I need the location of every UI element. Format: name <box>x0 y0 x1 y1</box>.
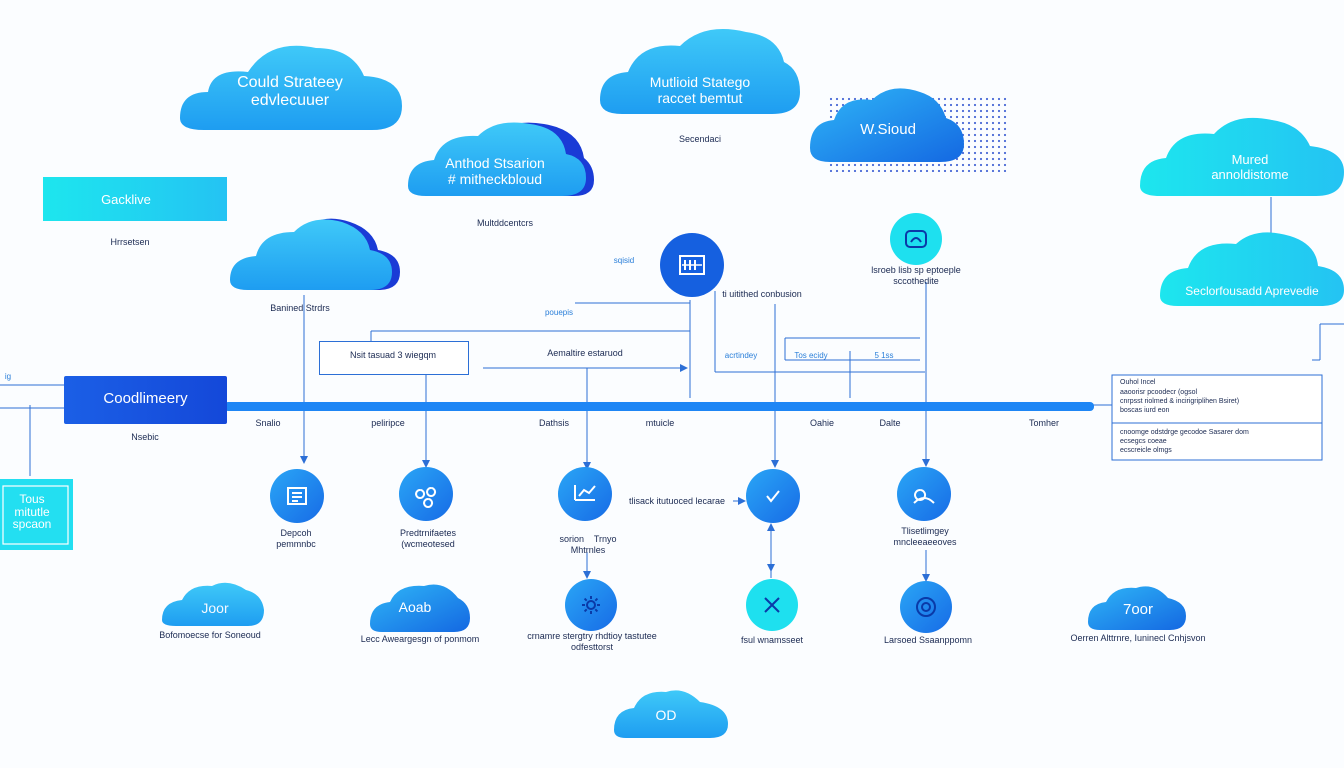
bottom-cloud-aoab-shape <box>370 584 470 632</box>
right-note-line: ecscreicle olmgs <box>1120 447 1172 454</box>
small-cloud-shape <box>230 218 400 290</box>
check-icon <box>766 490 780 503</box>
server-rack-icon <box>676 251 708 279</box>
document-icon <box>287 487 307 505</box>
bottom-cloud-od-label: OD <box>655 707 677 723</box>
wsioud-label: W.Sioud <box>860 121 916 138</box>
node-caption: Depcoh pemmnbc <box>276 528 316 549</box>
small-cloud-caption: Banined Strdrs <box>270 303 330 313</box>
right-note-line: ecsegcs coeae <box>1120 438 1167 445</box>
acrtindey-label: acrtindey <box>724 351 758 360</box>
tos-ecidy-label: Tos ecidy <box>794 351 828 360</box>
timeline-stop-label: Snalio <box>255 418 281 428</box>
hub-caption: lsroeb lisb sp eptoeple sccothedite <box>871 265 961 286</box>
aemaltire-label: Aemaltire estaruod <box>547 348 623 358</box>
gacklive-label: Gacklive <box>101 192 151 207</box>
tous-box-inner <box>2 485 69 545</box>
sub-node-gear-circle <box>565 579 617 631</box>
hybrid-strategy-shape <box>408 122 594 196</box>
pouepis-label: pouepis <box>544 308 574 317</box>
right-note-top-box <box>1111 374 1323 424</box>
bottom-caption-joor: Bofomoecse for Soneoud <box>159 630 261 640</box>
right-note-bottom-box <box>1111 422 1323 461</box>
timeline-stop-label: Tomher <box>1028 418 1059 428</box>
sub-node-caption: fsul wnamsseet <box>740 635 804 645</box>
timeline-stop-label: peliripce <box>371 418 405 428</box>
node-caption: sorion Trnyo Mhtrnles <box>559 534 617 555</box>
service-cloud-label: Seclorfousadd Aprevedie <box>1185 284 1319 298</box>
timeline-bar <box>224 402 1094 411</box>
right-note-line: boscas iurd eon <box>1120 407 1170 414</box>
sub-node-caption: crnamre stergtry rhdtioy tastutee odfest… <box>527 631 657 652</box>
coodlimeery-caption: Nsebic <box>131 432 159 442</box>
storage-icon <box>900 224 932 254</box>
left-edge-label: ig <box>4 372 12 381</box>
bottom-cloud-joor-label: Joor <box>201 600 229 616</box>
right-note-line: Ouhol Incel <box>1120 379 1156 386</box>
right-note-line: cnrpsst riolmed & incirigriplihen Bsiret… <box>1120 398 1240 405</box>
hybrid-caption: Multddcentcrs <box>476 218 534 228</box>
sqisid-label: sqisid <box>613 256 635 265</box>
node-caption: Predtrnifaetes (wcmeotesed <box>399 528 457 549</box>
cloud-strategy-label: Could Strateey edvlecuuer <box>237 74 343 110</box>
tl-ulithed-label: ti uitithed conbusion <box>722 289 802 299</box>
network-icon <box>415 487 437 508</box>
gacklive-box <box>43 177 227 221</box>
node-side-label: tlisack itutuoced lecarae <box>628 496 726 506</box>
node-caption: Tlisetlimgey mncleeaeeoves <box>893 526 957 547</box>
gear-icon <box>577 591 605 619</box>
cloud-strategy-shape <box>180 45 402 130</box>
tools-icon <box>758 591 786 619</box>
timeline-stop-label: mtuicle <box>645 418 675 428</box>
wsioud-shape <box>810 88 1008 172</box>
hybrid-strategy-label: Anthod Stsarion # mitheckbloud <box>445 155 545 188</box>
timeline-stop-label: Oahie <box>809 418 835 428</box>
multicloud-strategy-label: Mutlioid Statego raccet bemtut <box>649 74 751 107</box>
timeline-stop-label: Dalte <box>879 418 901 428</box>
bottom-cloud-od-shape <box>614 690 728 738</box>
managed-store-label: Mured annoldistome <box>1211 152 1289 182</box>
bottom-cloud-7oor-shape <box>1088 586 1186 630</box>
coodlimeery-box <box>64 376 227 424</box>
sub-node-caption: Larsoed Ssaanppomn <box>883 635 973 645</box>
target-icon <box>912 593 940 621</box>
connector-lines <box>0 197 1344 582</box>
multicloud-strategy-shape <box>600 29 800 114</box>
coodlimeery-label: Coodlimeery <box>103 390 188 407</box>
right-note-line: aaoorisr pcoodecr (ogsol <box>1120 389 1198 396</box>
net-sessions-box <box>319 341 469 375</box>
bottom-caption-7oor: Oerren Alttrnre, Iuninecl Cnhjsvon <box>1070 633 1206 643</box>
sub-node-target-circle <box>900 581 952 633</box>
chart-icon <box>574 485 596 501</box>
timeline-node-circle <box>558 467 612 521</box>
timeline-nodes <box>270 467 951 523</box>
service-cloud-shape <box>1160 232 1344 306</box>
tous-label: Tous mitutle spcaon <box>12 492 52 532</box>
gacklive-caption: Hrrsetsen <box>110 237 150 247</box>
net-sessions-label: Nsit tasuad 3 wiegqm <box>349 350 437 360</box>
timeline-stop-label: Dathsis <box>538 418 569 428</box>
five-seg-label: 5 1ss <box>874 351 894 360</box>
timeline-node-circle <box>399 467 453 521</box>
bottom-cloud-joor-shape <box>162 582 264 626</box>
multicloud-strategy-caption: Secendaci <box>678 134 722 144</box>
bottom-cloud-aoab-label: Aoab <box>398 599 432 615</box>
user-icon <box>913 489 935 504</box>
tous-box-outer <box>0 479 73 550</box>
timeline-node-circle <box>746 469 800 523</box>
bottom-caption-aoab: Lecc Aweargesgn of ponmom <box>360 634 480 644</box>
managed-store-shape <box>1140 117 1344 196</box>
bottom-cloud-7oor-label: 7oor <box>1122 601 1154 618</box>
right-note-line: cnoomge odstdrge gecodoe Sasarer dom <box>1120 429 1249 436</box>
